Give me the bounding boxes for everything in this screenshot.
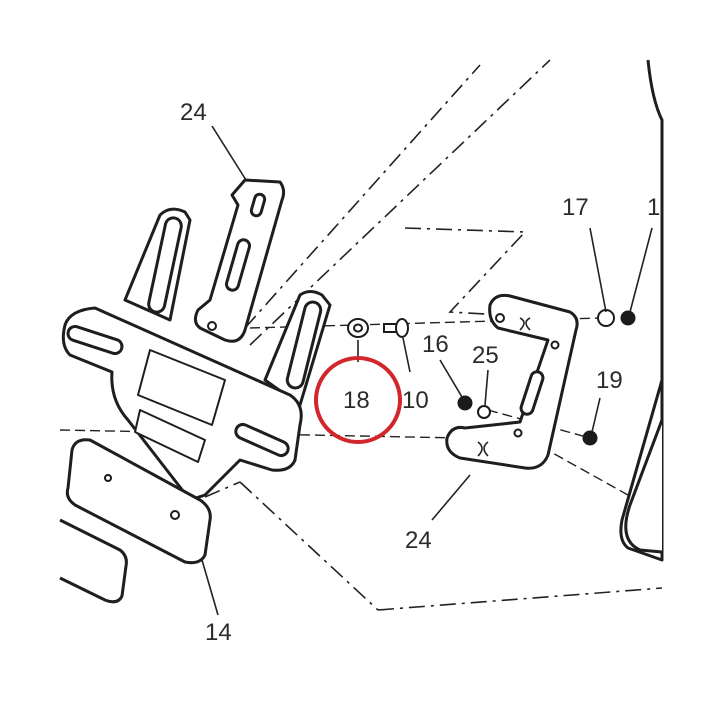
leader-24-top xyxy=(211,125,247,181)
leader-25 xyxy=(484,369,489,406)
leader-10 xyxy=(402,337,411,373)
screw-10-head xyxy=(395,318,409,338)
callout-24-bottom: 24 xyxy=(405,527,432,554)
bracket-left-top-slot xyxy=(249,192,267,218)
outline-line-bottom-left xyxy=(239,481,379,611)
leader-17 xyxy=(589,227,607,313)
leader-lines xyxy=(201,125,653,616)
plate-holder-plate xyxy=(65,438,212,565)
reflector xyxy=(59,518,128,604)
holder-left-arm-slot xyxy=(147,216,183,314)
nut-19 xyxy=(582,430,598,446)
leader-14 xyxy=(201,559,219,616)
spacer-25 xyxy=(477,405,491,419)
outline-line-bottom-stub xyxy=(204,481,241,498)
leader-24-bottom xyxy=(431,474,471,521)
holder-window xyxy=(137,349,226,426)
callout-14: 14 xyxy=(205,619,232,646)
callout-25: 25 xyxy=(472,342,499,369)
callout-24-top: 24 xyxy=(180,99,207,126)
bracket-right-bend-mark-bottom xyxy=(477,441,489,457)
bracket-left-hole xyxy=(207,321,217,331)
leader-1 xyxy=(629,227,653,313)
callout-16: 16 xyxy=(422,331,449,358)
bracket-right-outline xyxy=(445,293,579,470)
callout-1: 1 xyxy=(647,194,660,221)
body-panel-lower-lip xyxy=(624,419,664,554)
holder-recess xyxy=(134,409,206,463)
bracket-left-long-slot xyxy=(224,238,252,292)
callout-18: 18 xyxy=(343,387,370,414)
bracket-right-side-hole xyxy=(550,340,560,350)
bracket-right-lower-hole xyxy=(513,428,523,438)
washer-18-hole xyxy=(353,323,363,333)
holder-left-slot xyxy=(66,325,124,355)
callout-19: 19 xyxy=(596,367,623,394)
plate-holder-bracket xyxy=(61,207,332,502)
holder-right-slot xyxy=(234,422,290,458)
nut-top-right xyxy=(620,310,636,326)
callout-labels: 24 17 1 16 25 19 18 10 24 14 xyxy=(180,99,660,646)
nut-16 xyxy=(457,395,473,411)
plate-hole-left xyxy=(104,474,112,482)
washer-17 xyxy=(597,309,615,327)
holder-right-arm-slot xyxy=(285,300,323,390)
outline-line-top-left xyxy=(244,64,481,329)
highlight-circle xyxy=(314,356,402,444)
screw-10 xyxy=(383,318,409,338)
outline-line-bottom xyxy=(377,587,663,611)
bracket-right xyxy=(445,293,579,470)
body-panel-outline xyxy=(619,59,664,562)
plate-parts xyxy=(59,438,212,604)
callout-10: 10 xyxy=(402,387,429,414)
body-panel-right xyxy=(619,59,664,562)
bracket-right-top-hole xyxy=(495,313,505,323)
callout-17: 17 xyxy=(562,194,589,221)
bracket-left xyxy=(193,178,286,343)
bracket-right-bend-mark-top xyxy=(519,317,531,331)
leader-19 xyxy=(591,397,601,433)
bracket-right-slot xyxy=(519,370,545,416)
plate-hole-right xyxy=(170,510,180,520)
hardware xyxy=(347,309,636,446)
leader-16 xyxy=(439,359,463,398)
